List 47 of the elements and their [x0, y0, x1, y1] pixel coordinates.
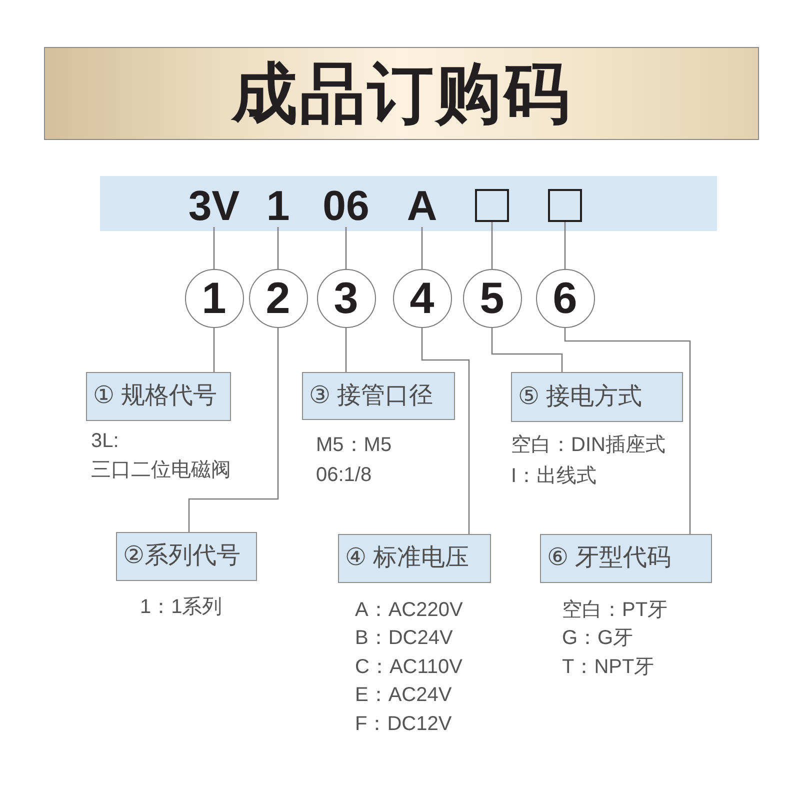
- connector-line: [564, 222, 566, 269]
- connector-line: [491, 222, 493, 269]
- connector-line: [564, 328, 691, 534]
- code-text: 3V: [188, 185, 240, 227]
- category-label: ④ 标准电压: [338, 534, 491, 583]
- option-text: 空白：DIN插座式: [511, 433, 666, 458]
- option-text: M5：M5: [316, 433, 392, 458]
- number-circle: 3: [316, 269, 376, 328]
- category-label: ⑤ 接电方式: [511, 372, 683, 422]
- option-text: T：NPT牙: [562, 654, 654, 680]
- connector-line: [421, 227, 423, 269]
- option-text: 空白：PT牙: [562, 598, 668, 623]
- option-text: 三口二位电磁阀: [91, 458, 231, 483]
- connector-line: [491, 328, 563, 372]
- option-text: C：AC110V: [355, 654, 462, 680]
- blank-square: [548, 189, 582, 222]
- option-text: 1：1系列: [140, 595, 222, 620]
- category-label: ⑥ 牙型代码: [540, 534, 712, 583]
- number-circle: 5: [462, 269, 522, 328]
- connector-line: [345, 227, 347, 269]
- code-text: A: [406, 185, 438, 227]
- option-text: E：AC24V: [355, 683, 452, 708]
- code-bar: [100, 176, 717, 231]
- connector-line: [213, 227, 215, 269]
- blank-square: [475, 189, 509, 222]
- connector-line: [421, 328, 470, 534]
- option-text: F：DC12V: [355, 712, 452, 737]
- connector-line: [213, 328, 215, 372]
- option-text: A：AC220V: [355, 598, 463, 623]
- number-circle: 4: [392, 269, 452, 328]
- number-circle: 1: [184, 269, 244, 328]
- connector-line: [277, 227, 279, 269]
- option-text: 06:1/8: [316, 463, 372, 488]
- connector-line: [188, 328, 279, 532]
- code-text: 06: [322, 185, 370, 227]
- category-label: ① 规格代号: [86, 372, 231, 421]
- connector-line: [345, 328, 347, 372]
- option-text: B：DC24V: [355, 626, 453, 652]
- title-text: 成品订购码: [232, 58, 572, 128]
- option-text: I：出线式: [511, 464, 597, 489]
- number-circle: 6: [536, 269, 594, 328]
- category-label: ③ 接管口径: [302, 372, 455, 420]
- option-text: G：G牙: [562, 626, 634, 652]
- code-text: 1: [266, 185, 290, 227]
- number-circle: 2: [248, 269, 308, 328]
- option-text: 3L:: [91, 429, 119, 454]
- category-label: ②系列代号: [116, 532, 257, 581]
